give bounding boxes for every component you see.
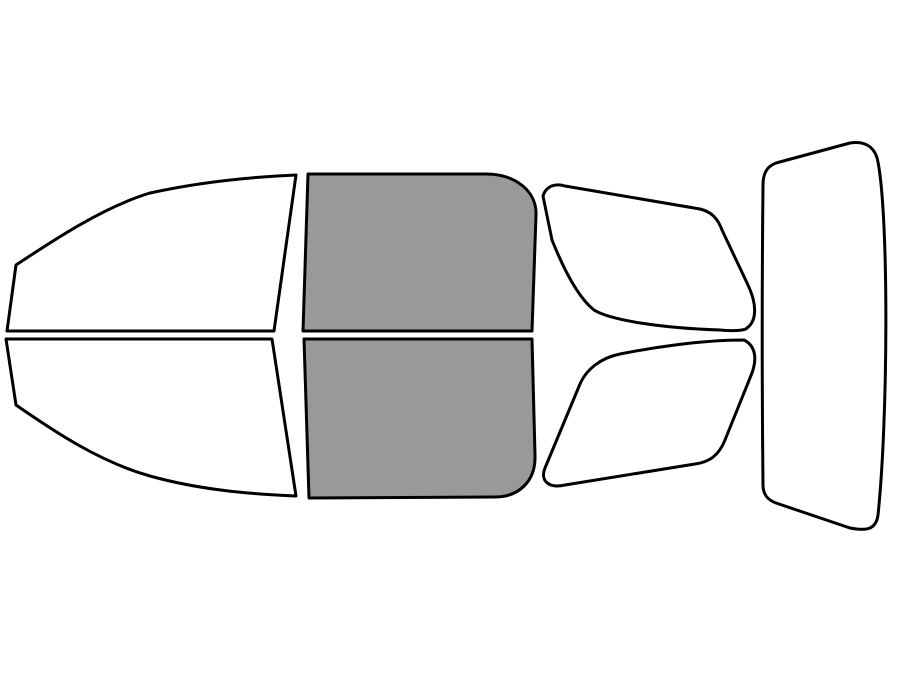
front-door-window-top[interactable]	[301, 172, 538, 333]
rear-door-window-bottom[interactable]	[542, 338, 757, 488]
rear-windshield-window[interactable]	[760, 140, 888, 531]
rear-door-window-top[interactable]	[541, 183, 757, 333]
front-door-window-bottom[interactable]	[302, 337, 537, 500]
front-windshield-left-half-window[interactable]	[5, 173, 298, 333]
front-windshield-right-half-window[interactable]	[4, 337, 298, 498]
